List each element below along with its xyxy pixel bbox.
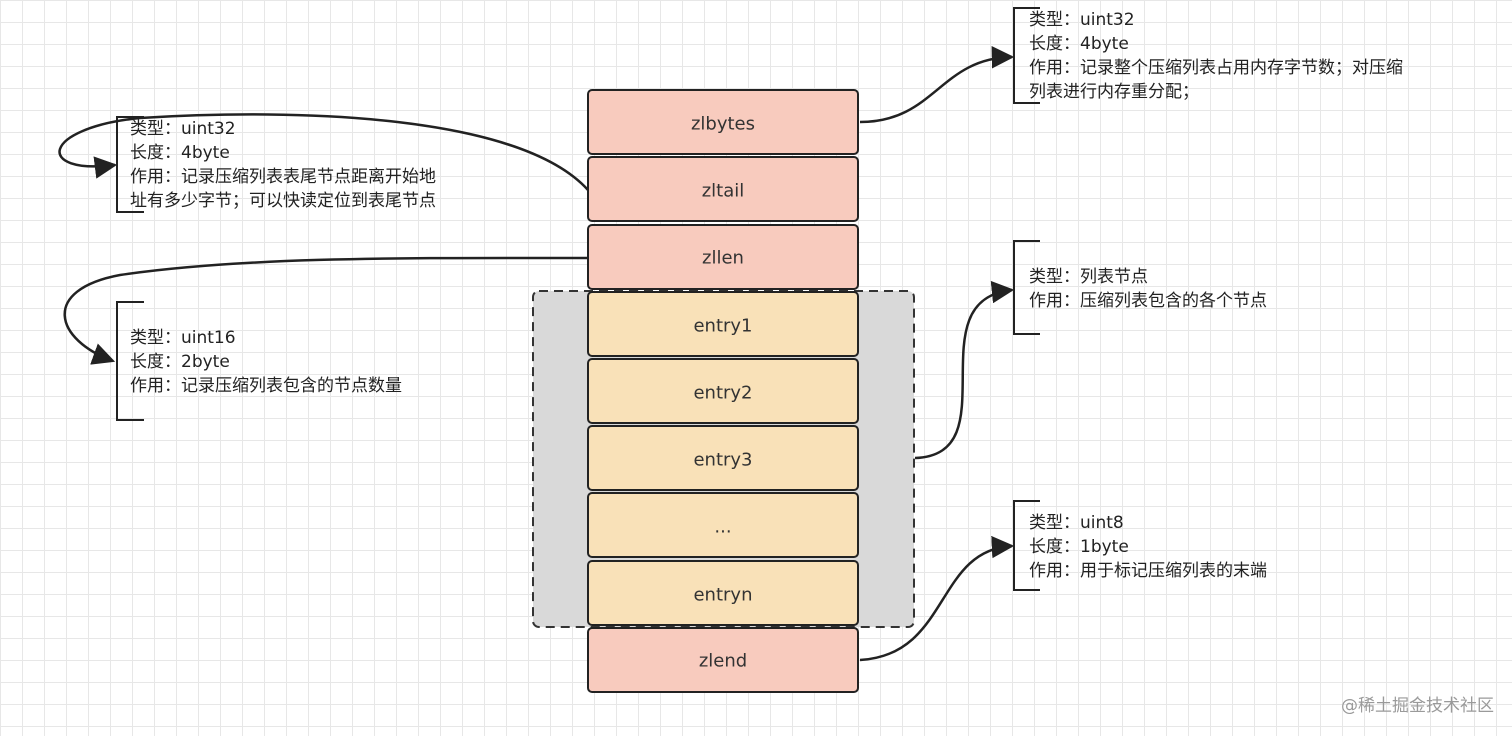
note-zlend: 类型：uint8 长度：1byte 作用：用于标记压缩列表的末端 (1029, 511, 1267, 583)
block-zlend-label: zlend (699, 651, 747, 672)
note-zltail-type: 类型：uint32 (130, 119, 236, 139)
block-entryn: entryn (587, 560, 859, 626)
note-zllen-length: 长度：2byte (130, 352, 230, 372)
note-zlbytes-type: 类型：uint32 (1029, 10, 1135, 30)
block-zltail: zltail (587, 156, 859, 222)
block-ellipsis-label: ... (714, 517, 731, 538)
block-entry2-label: entry2 (693, 383, 752, 404)
note-zlbytes: 类型：uint32 长度：4byte 作用：记录整个压缩列表占用内存字节数；对压… (1029, 8, 1403, 104)
block-zllen-label: zllen (702, 248, 744, 269)
bracket-zllen (116, 301, 144, 421)
connector-zlend (859, 535, 1015, 662)
note-zltail-length: 长度：4byte (130, 143, 230, 163)
connector-zltail (58, 113, 589, 191)
note-zltail-purpose-1: 作用：记录压缩列表表尾节点距离开始地 (130, 167, 436, 187)
note-zlend-type: 类型：uint8 (1029, 513, 1124, 533)
note-zlbytes-purpose-1: 作用：记录整个压缩列表占用内存字节数；对压缩 (1029, 58, 1403, 78)
block-ellipsis: ... (587, 492, 859, 558)
note-zllen-purpose: 作用：记录压缩列表包含的节点数量 (130, 376, 402, 396)
block-zlend: zlend (587, 627, 859, 693)
note-zltail-purpose-2: 址有多少字节；可以快读定位到表尾节点 (130, 191, 436, 211)
connector-zllen (63, 256, 589, 365)
block-entry1-label: entry1 (693, 316, 752, 337)
note-zlbytes-length: 长度：4byte (1029, 34, 1129, 54)
block-entryn-label: entryn (693, 585, 752, 606)
note-entries-purpose: 作用：压缩列表包含的各个节点 (1029, 291, 1267, 311)
block-entry3: entry3 (587, 425, 859, 491)
note-zllen-type: 类型：uint16 (130, 328, 236, 348)
connector-zlbytes (859, 46, 1015, 124)
note-zllen: 类型：uint16 长度：2byte 作用：记录压缩列表包含的节点数量 (130, 326, 402, 398)
connector-entries (914, 280, 1015, 460)
watermark: @稀土掘金技术社区 (1341, 696, 1494, 716)
block-entry3-label: entry3 (693, 450, 752, 471)
block-entry1: entry1 (587, 291, 859, 357)
note-zlbytes-purpose-2: 列表进行内存重分配； (1029, 82, 1199, 102)
note-entries: 类型：列表节点 作用：压缩列表包含的各个节点 (1029, 265, 1267, 313)
note-zltail: 类型：uint32 长度：4byte 作用：记录压缩列表表尾节点距离开始地 址有… (130, 117, 436, 213)
note-zlend-purpose: 作用：用于标记压缩列表的末端 (1029, 561, 1267, 581)
block-zlbytes: zlbytes (587, 89, 859, 155)
block-zlbytes-label: zlbytes (691, 114, 755, 135)
block-zltail-label: zltail (702, 181, 745, 202)
note-entries-type: 类型：列表节点 (1029, 267, 1148, 287)
note-zlend-length: 长度：1byte (1029, 537, 1129, 557)
block-zllen: zllen (587, 224, 859, 290)
block-entry2: entry2 (587, 358, 859, 424)
